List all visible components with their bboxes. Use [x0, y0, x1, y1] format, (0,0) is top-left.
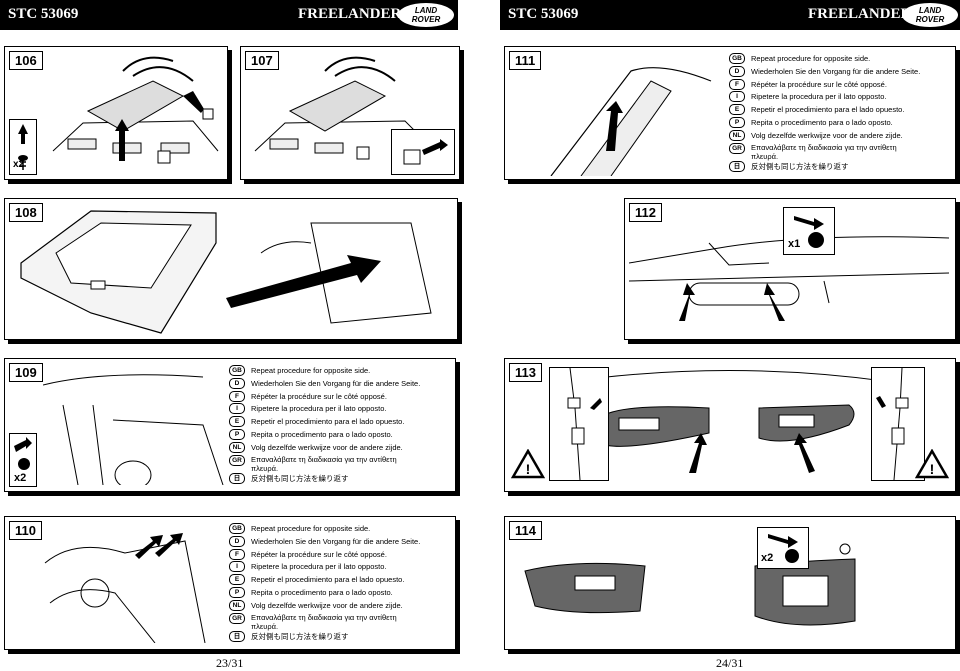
step-number: 110 — [9, 521, 42, 540]
svg-text:!: ! — [930, 461, 935, 477]
quantity-label: x1 — [788, 238, 801, 250]
model-name: FREELANDER — [298, 6, 402, 22]
step-106-panel: 106 x2 x2 — [4, 46, 228, 180]
step-number: 111 — [509, 51, 542, 70]
step-108-panel: 108 — [4, 198, 458, 340]
door-seal-illustration — [44, 533, 206, 643]
step-112-panel: 112 x1 — [624, 198, 956, 340]
screw-inset: x2 — [757, 527, 809, 569]
step-number: 108 — [9, 203, 43, 222]
step-number: 113 — [509, 363, 542, 382]
header-right: STC 53069 FREELANDER LAND ROVER — [500, 0, 960, 30]
quantity-label: x2 — [13, 159, 25, 170]
page-number-left: 23/31 — [216, 656, 244, 670]
connector-inset-right — [871, 367, 925, 481]
step-number: 112 — [629, 203, 662, 222]
step-number: 106 — [9, 51, 43, 70]
screw-inset: x2 — [9, 433, 37, 487]
quantity-label: x2 — [761, 552, 774, 564]
step-number: 114 — [509, 521, 542, 540]
land-rover-logo: LAND ROVER — [902, 3, 958, 27]
connector-inset — [391, 129, 455, 175]
step-113-panel: 113 ! ! — [504, 358, 956, 492]
pillar-finisher-illustration — [550, 67, 712, 176]
screw-inset: x2 — [9, 119, 37, 175]
header-left: STC 53069 FREELANDER LAND ROVER — [0, 0, 458, 30]
a-pillar-trim-illustration — [43, 374, 224, 485]
screw-icon — [794, 216, 824, 248]
headlining-removal-illustration — [20, 210, 432, 334]
document-code: STC 53069 — [508, 6, 579, 22]
connector-icon — [403, 139, 448, 165]
screw-icon — [768, 534, 799, 563]
step-114-panel: 114 x2 — [504, 516, 956, 650]
step-number: 107 — [245, 51, 279, 70]
warning-icon: ! — [915, 449, 949, 479]
connector-icon — [876, 367, 909, 481]
land-rover-logo: LAND ROVER — [398, 3, 454, 27]
connector-icon — [567, 367, 602, 481]
warning-icon: ! — [511, 449, 545, 479]
screw-inset: x1 — [783, 207, 835, 255]
screw-icon — [18, 124, 28, 170]
step-number: 109 — [9, 363, 43, 382]
screw-icon — [14, 437, 32, 470]
page-number-right: 24/31 — [716, 656, 744, 670]
svg-text:!: ! — [526, 461, 531, 477]
roof-console-illustration — [52, 56, 219, 164]
connector-inset-left — [549, 367, 609, 481]
quantity-label: x2 — [14, 472, 27, 484]
document-code: STC 53069 — [8, 6, 79, 22]
step-107-panel: 107 — [240, 46, 460, 180]
sun-visor-removal-illustration — [524, 543, 856, 626]
sun-visor-illustration — [559, 370, 899, 473]
model-name: FREELANDER — [808, 6, 912, 22]
